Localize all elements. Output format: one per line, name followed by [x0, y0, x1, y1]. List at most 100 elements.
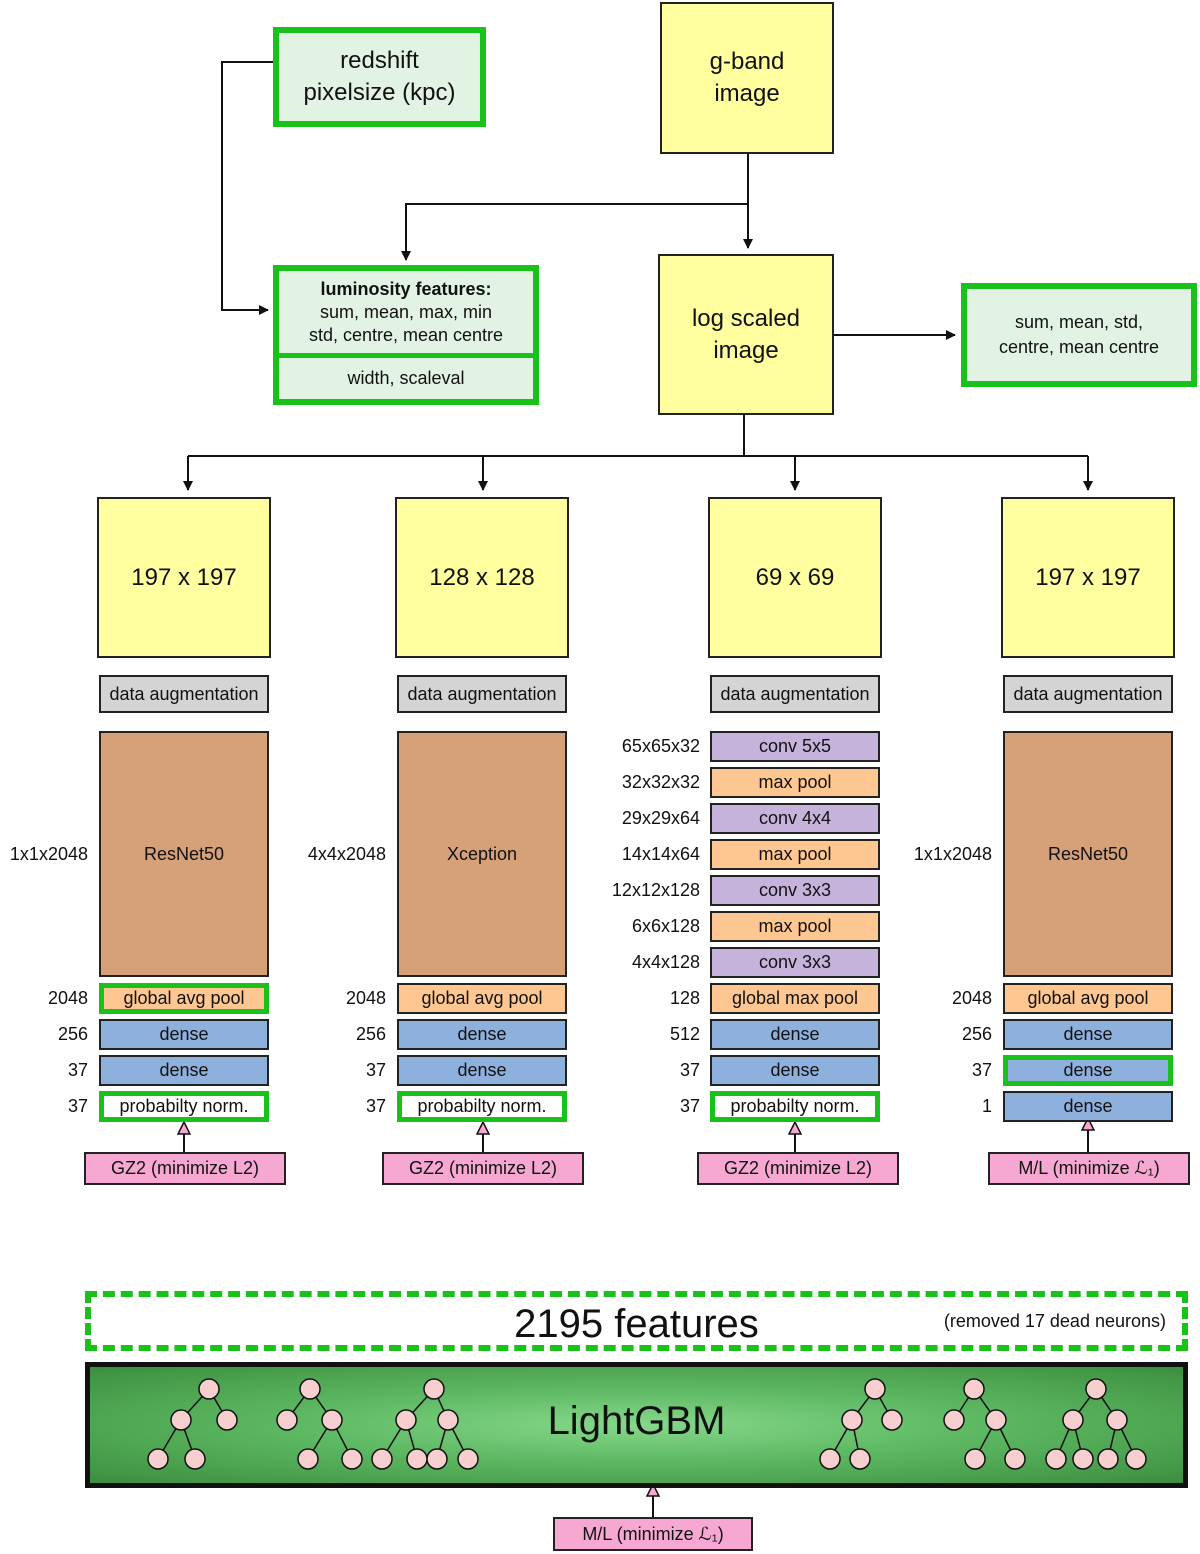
luminosity-line3: width, scaleval	[347, 368, 465, 388]
layer-box-label: dense	[159, 1024, 209, 1044]
tree-node	[985, 1409, 1007, 1431]
layer-dim-label: 256	[355, 1024, 386, 1044]
tree-node	[881, 1409, 903, 1431]
tree-node	[147, 1448, 169, 1470]
tree-node	[437, 1409, 459, 1431]
lightgbm-target-box: M/L (minimize ℒ₁)	[553, 1517, 753, 1551]
layer-box: global max pool	[710, 983, 880, 1014]
conv-layer-box-label: conv 4x4	[758, 808, 832, 828]
luminosity-line1: sum, mean, max, min	[319, 301, 493, 322]
target-box-label: GZ2 (minimize L2)	[110, 1158, 260, 1178]
data-augmentation-box-label: data augmentation	[407, 683, 557, 704]
tree-node	[864, 1378, 886, 1400]
tree-node	[1072, 1448, 1094, 1470]
gband-image-box: g-band image	[660, 2, 834, 154]
conv-dim-label: 65x65x32	[621, 736, 700, 756]
layer-box: dense	[1003, 1055, 1173, 1086]
tree-node	[297, 1448, 319, 1470]
tree-node	[341, 1448, 363, 1470]
layer-box: dense	[397, 1055, 567, 1086]
conv-dim-label: 29x29x64	[621, 808, 700, 828]
layer-box-label: dense	[770, 1060, 820, 1080]
target-box: GZ2 (minimize L2)	[382, 1152, 584, 1185]
conv-layer-box: max pool	[710, 911, 880, 942]
conv-dim-label: 32x32x32	[621, 772, 700, 792]
input-size-box-label: 197 x 197	[1035, 563, 1141, 591]
features-note: (removed 17 dead neurons)	[943, 1311, 1166, 1331]
layer-dim-label: 1	[981, 1096, 992, 1116]
layer-dim-label: 37	[365, 1096, 386, 1116]
tree-node	[395, 1409, 417, 1431]
backbone-box: ResNet50	[1003, 731, 1173, 977]
layer-box-label: dense	[457, 1024, 507, 1044]
conv-layer-box-label: max pool	[758, 844, 832, 864]
layer-box-label: global avg pool	[123, 988, 245, 1008]
layer-box: dense	[99, 1019, 269, 1050]
backbone-box-label: Xception	[446, 843, 518, 864]
layer-box-label: probabilty norm.	[417, 1096, 547, 1116]
layer-box-label: probabilty norm.	[730, 1096, 860, 1116]
meta-features-box: redshift pixelsize (kpc)	[273, 27, 486, 127]
tree-node	[299, 1378, 321, 1400]
tree-node	[198, 1378, 220, 1400]
layer-dim-label: 37	[971, 1060, 992, 1080]
target-box: M/L (minimize ℒ₁)	[988, 1152, 1190, 1185]
gband-line2: image	[714, 80, 780, 107]
layer-box-label: dense	[159, 1060, 209, 1080]
conv-dim-label: 12x12x128	[611, 880, 700, 900]
luminosity-divider	[279, 353, 533, 358]
tree-node	[1062, 1409, 1084, 1431]
backbone-dim-label: 4x4x2048	[307, 844, 386, 864]
tree-node	[841, 1409, 863, 1431]
tree-node	[371, 1448, 393, 1470]
conv-layer-box-label: max pool	[758, 916, 832, 936]
decision-trees	[147, 1378, 1147, 1470]
tree-node	[406, 1448, 428, 1470]
data-augmentation-box: data augmentation	[99, 675, 269, 713]
tree-node	[849, 1448, 871, 1470]
gband-line1: g-band	[709, 48, 785, 75]
conv-layer-box: conv 3x3	[710, 875, 880, 906]
layer-dim-label: 37	[679, 1060, 700, 1080]
tree-node	[1125, 1448, 1147, 1470]
data-augmentation-box: data augmentation	[1003, 675, 1173, 713]
conv-layer-box: max pool	[710, 767, 880, 798]
layer-box: dense	[99, 1055, 269, 1086]
tree-node	[1004, 1448, 1026, 1470]
tree-node	[184, 1448, 206, 1470]
features-title: 2195 features	[514, 1302, 759, 1346]
layer-box: global avg pool	[99, 983, 269, 1014]
layer-dim-label: 37	[67, 1096, 88, 1116]
tree-node	[1106, 1409, 1128, 1431]
meta-line2: pixelsize (kpc)	[303, 79, 456, 106]
backbone-dim-label: 1x1x2048	[9, 844, 88, 864]
conv-layer-box-label: max pool	[758, 772, 832, 792]
conv-layer-box-label: conv 3x3	[758, 880, 832, 900]
target-box: GZ2 (minimize L2)	[84, 1152, 286, 1185]
tree-node	[321, 1409, 343, 1431]
target-box-label: M/L (minimize ℒ₁)	[1018, 1158, 1160, 1178]
layer-box: dense	[710, 1019, 880, 1050]
input-size-box-label: 69 x 69	[755, 563, 835, 591]
layer-box-label: dense	[1063, 1096, 1113, 1116]
data-augmentation-box: data augmentation	[397, 675, 567, 713]
layer-dim-label: 37	[365, 1060, 386, 1080]
target-box-label: GZ2 (minimize L2)	[723, 1158, 873, 1178]
input-size-box-label: 197 x 197	[131, 563, 237, 591]
luminosity-title: luminosity features:	[320, 278, 492, 299]
tree-node	[1045, 1448, 1067, 1470]
conv-layer-box-label: conv 3x3	[758, 952, 832, 972]
layer-box-label: global max pool	[731, 988, 859, 1008]
layer-box: probabilty norm.	[710, 1091, 880, 1122]
input-size-box: 197 x 197	[97, 497, 271, 658]
tree-node	[216, 1409, 238, 1431]
layer-dim-label: 37	[679, 1096, 700, 1116]
log-line1: log scaled	[691, 304, 801, 332]
lightgbm-target-label: M/L (minimize ℒ₁)	[582, 1523, 724, 1544]
layer-box: probabilty norm.	[99, 1091, 269, 1122]
input-size-box: 69 x 69	[708, 497, 882, 658]
data-augmentation-box-label: data augmentation	[109, 683, 259, 704]
layer-box: dense	[710, 1055, 880, 1086]
luminosity-features-box: luminosity features: sum, mean, max, min…	[273, 265, 539, 405]
layer-box-label: dense	[1063, 1060, 1113, 1080]
